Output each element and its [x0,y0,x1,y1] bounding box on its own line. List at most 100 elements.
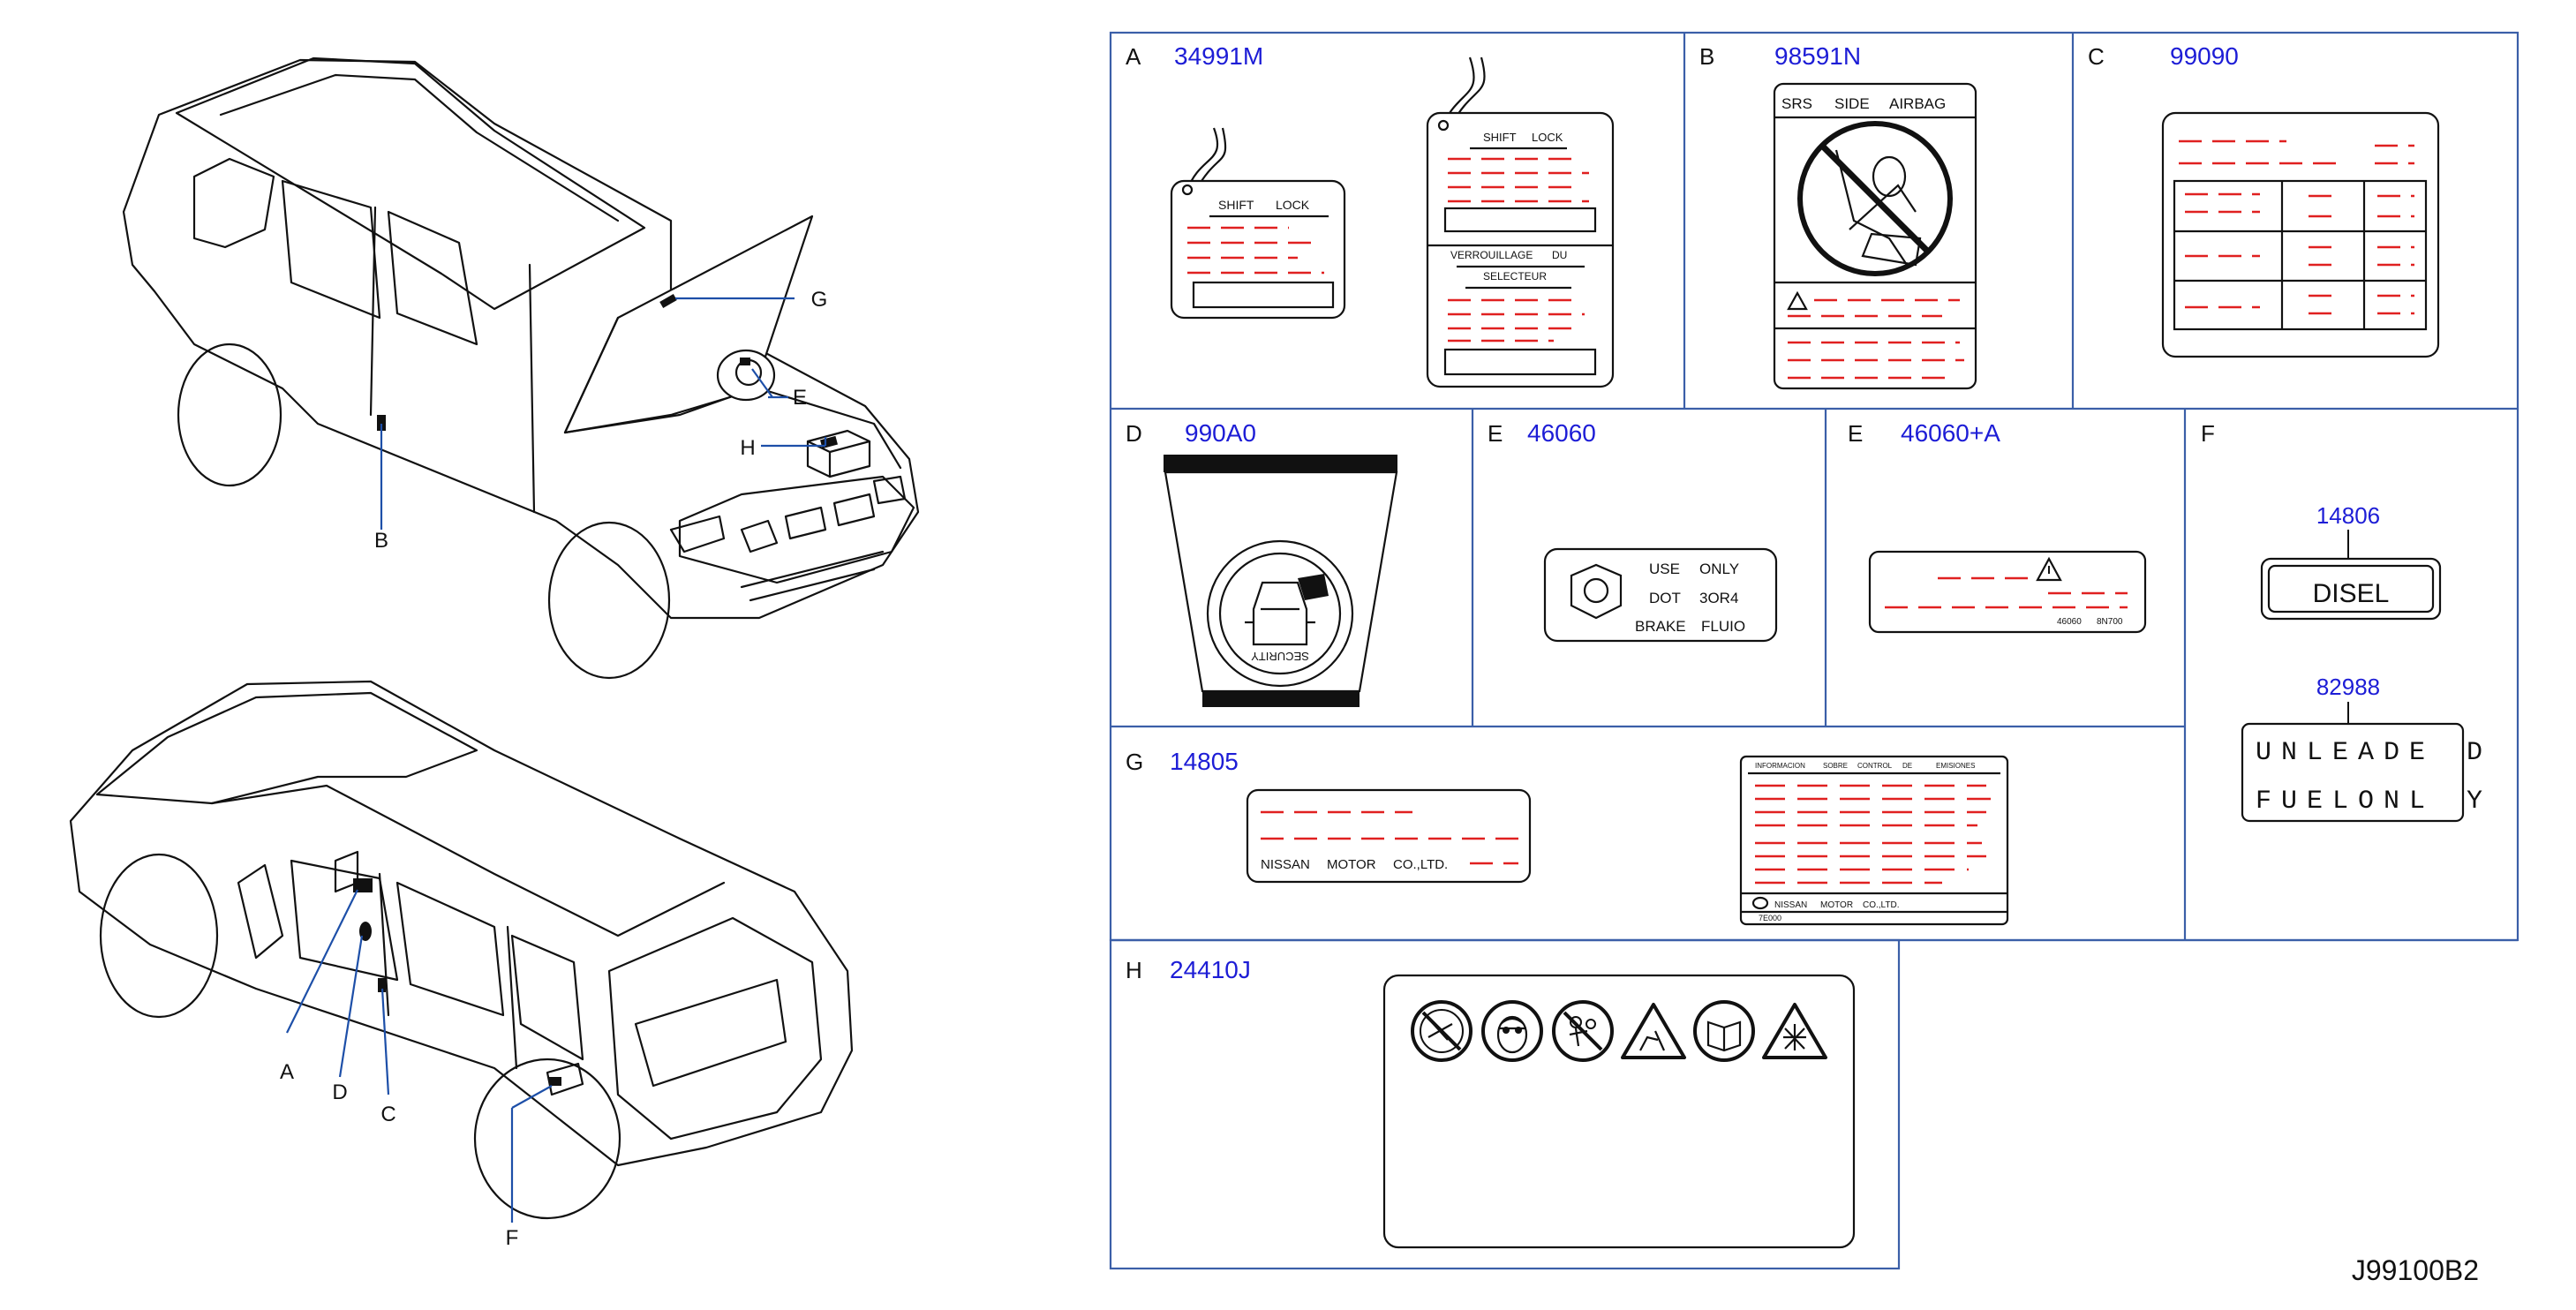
panel-h: H 24410J [1126,956,1856,1249]
code-8n700: 8N700 [2097,617,2123,627]
panel-d-letter: D [1126,420,1142,447]
acid-warning-icon [1621,1003,1686,1059]
motor-text: MOTOR [1327,857,1376,872]
panel-e1-part-number: 46060 [1527,419,1596,447]
large-shift-text: SHIFT [1483,131,1517,144]
panel-a-letter: A [1126,43,1141,70]
small-lock-text: LOCK [1276,198,1310,212]
d-letter: D [2384,738,2399,768]
du-text: DU [1552,249,1567,261]
panel-d: D 990A0 SECURITY [1126,419,1398,707]
control-text: CONTROL [1857,762,1893,770]
srs-text: SRS [1781,95,1812,112]
code-7e000: 7E000 [1759,914,1781,922]
eye-protection-icon [1481,1000,1543,1062]
emission-label-large: INFORMACION SOBRE CONTROL DE EMISIONES N… [1739,755,2009,926]
security-sticker: SECURITY [1164,455,1398,707]
tire-placard-label [2161,111,2440,358]
shift-lock-label-large: SHIFT LOCK VERROUILLAGE DU SELECTEUR [1426,56,1615,388]
shift-lock-label-small: SHIFT LOCK [1170,127,1346,320]
small-shift-text: SHIFT [1218,198,1254,212]
e2-letter: E [2409,738,2425,768]
panel-b: B 98591N SRS SIDE AIRBAG [1699,42,1977,390]
panel-grid [1109,31,2520,1270]
side-text: SIDE [1834,95,1870,112]
n2-letter: N [2384,787,2399,817]
panel-d-part-number: 990A0 [1185,419,1256,447]
diagram-code: J99100B2 [2352,1254,2479,1286]
panel-e1-letter: E [1488,420,1503,447]
brake-fluid-cap-label: USE ONLY DOT 3OR4 BRAKE FLUIO [1543,547,1778,643]
panel-g: G 14805 NISSAN MOTOR CO.,LTD. INFORMACIO… [1126,748,2009,926]
panel-c: C 99090 [2088,42,2440,358]
l-letter: L [2307,738,2323,768]
o-letter: O [2358,787,2374,817]
emisiones-text: EMISIONES [1936,762,1975,770]
panel-h-part-number: 24410J [1170,956,1251,983]
security-text: SECURITY [1251,650,1309,663]
sobre-text: SOBRE [1823,762,1848,770]
coltd-text: CO.,LTD. [1393,857,1448,872]
read-manual-icon [1693,1000,1755,1062]
panel-b-letter: B [1699,43,1714,70]
part-14806: 14806 [2316,502,2380,529]
callout-e: E [793,386,807,410]
no-smoking-icon [1411,1000,1473,1062]
fluio-text: FLUIO [1701,618,1745,635]
unleaded-fuel-only-badge: U N L E A D E D F U E L O N L Y [2241,722,2482,823]
callout-f: F [506,1226,519,1250]
d2-letter: D [2467,738,2482,768]
nissan-small-text: NISSAN [1774,900,1807,910]
l2-letter: L [2332,787,2348,817]
callout-c: C [380,1103,395,1126]
keep-children-away-icon [1552,1000,1614,1062]
disel-badge: DISEL [2260,557,2442,621]
panel-c-part-number: 99090 [2170,42,2239,70]
callout-b: B [374,529,388,553]
panel-f-letter: F [2201,420,2215,447]
code-46060: 46060 [2057,617,2082,627]
panel-h-letter: H [1126,957,1142,983]
panel-f: F 14806 DISEL 82988 U N L E A D E D F U … [2201,420,2482,823]
panel-g-part-number: 14805 [1170,748,1239,775]
verrouillage-text: VERROUILLAGE [1450,249,1533,261]
panel-b-part-number: 98591N [1774,42,1861,70]
panel-e2-letter: E [1848,420,1863,447]
f-letter: F [2256,787,2271,817]
battery-warning-label [1382,974,1856,1249]
callout-h: H [740,436,755,460]
no-child-seat-icon [1797,121,1953,276]
car-rear-view: A D C F [69,680,854,1250]
reservoir-warning-label: 46060 8N700 [1868,550,2147,634]
srs-side-airbag-label: SRS SIDE AIRBAG [1773,82,1977,390]
a-letter: A [2358,738,2374,768]
car-front-view: B G E H [122,56,920,680]
panel-e-warning: E 46060+A 46060 8N700 [1848,419,2147,634]
panel-a: A 34991M SHIFT LOCK SHIFT LOCK [1126,42,1615,388]
n-letter: N [2281,738,2297,768]
large-lock-text: LOCK [1532,131,1563,144]
part-82988: 82988 [2316,674,2380,700]
panel-e-brake-fluid: E 46060 USE ONLY DOT 3OR4 BRAKE FLUIO [1488,419,1778,643]
only-text: ONLY [1699,561,1739,577]
l3-letter: L [2409,787,2425,817]
explosive-gas-icon [1762,1003,1827,1059]
disel-text: DISEL [2313,579,2390,608]
emission-label-small: NISSAN MOTOR CO.,LTD. [1246,788,1532,884]
use-text: USE [1649,561,1680,577]
panel-a-part-number: 34991M [1174,42,1263,70]
u-letter: U [2256,738,2271,768]
panel-c-letter: C [2088,43,2105,70]
brake-text: BRAKE [1635,618,1686,635]
3or4-text: 3OR4 [1699,590,1738,606]
callout-g: G [811,288,828,312]
y-letter: Y [2467,787,2482,817]
airbag-text: AIRBAG [1889,95,1946,112]
panel-e2-part-number: 46060+A [1901,419,2000,447]
panel-g-letter: G [1126,749,1143,775]
informacion-text: INFORMACION [1755,762,1805,770]
e-letter: E [2332,738,2348,768]
e3-letter: E [2307,787,2323,817]
selecteur-text: SELECTEUR [1483,270,1547,282]
